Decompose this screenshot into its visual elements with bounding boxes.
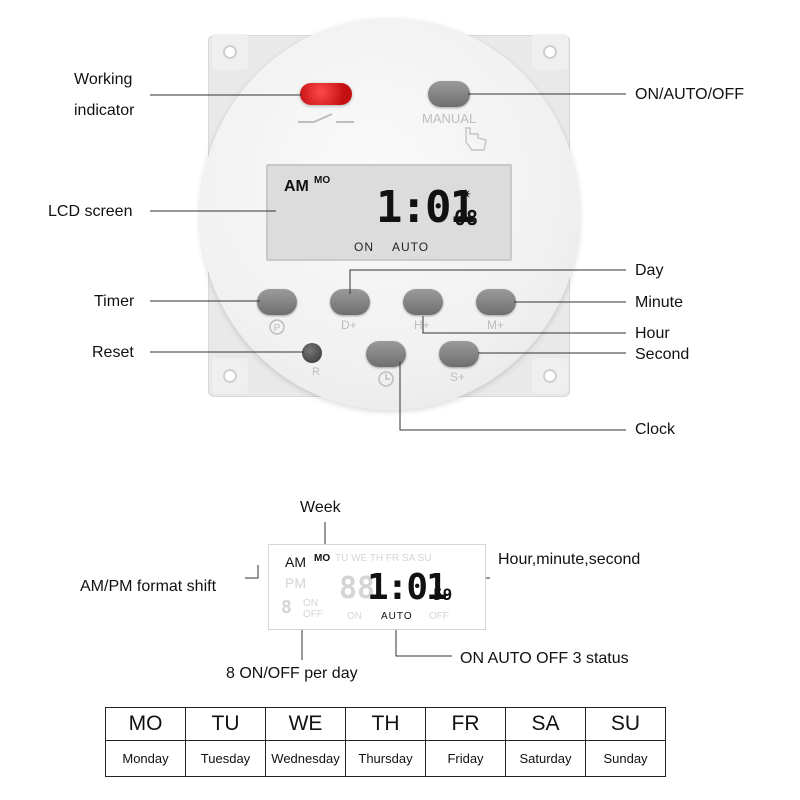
manual-button[interactable] [428, 81, 470, 107]
day-abbr: TU [185, 707, 266, 741]
second-button-label: S+ [450, 370, 466, 384]
mount-ear-bl [212, 358, 248, 394]
lcd-diagram-days-ghost: TU WE TH FR SA SU [335, 553, 432, 564]
lcd-screen: AM MO 1:01 08 ✷ ON AUTO [266, 164, 512, 261]
lcd-status-on: ON [354, 240, 374, 254]
day-abbr: TH [345, 707, 426, 741]
days-full-row: Monday Tuesday Wednesday Thursday Friday… [105, 740, 666, 777]
on-auto-off-label: ON/AUTO/OFF [635, 86, 745, 103]
onoff-per-day-label: 8 ON/OFF per day [226, 665, 358, 682]
hour-label: Hour [635, 325, 670, 342]
day-abbr: SU [585, 707, 666, 741]
day-full: Thursday [345, 740, 426, 777]
day-full: Wednesday [265, 740, 346, 777]
status-count-label: ON AUTO OFF 3 status [460, 650, 629, 667]
minute-button-label: M+ [487, 318, 505, 332]
working-indicator-led [300, 83, 352, 105]
lcd-diagram-ghost-digits: 88 [339, 571, 376, 606]
lcd-day: MO [314, 175, 331, 186]
day-abbr: FR [425, 707, 506, 741]
day-button-label: D+ [341, 318, 357, 332]
sun-icon: ✷ [460, 186, 472, 202]
lcd-diagram-off-top: OFF [303, 609, 323, 620]
day-full: Saturday [505, 740, 586, 777]
reset-button[interactable] [302, 343, 322, 363]
hour-button-label: H+ [414, 318, 430, 332]
mount-ear-br [532, 358, 568, 394]
day-full: Tuesday [185, 740, 266, 777]
lcd-status-auto: AUTO [392, 240, 430, 254]
mount-ear-tr [532, 34, 568, 70]
switch-icon [298, 113, 354, 123]
day-label: Day [635, 262, 664, 279]
lcd-diagram-pm: PM [285, 575, 306, 591]
hms-label: Hour,minute,second [498, 551, 641, 568]
lcd-diagram-seconds: 59 [433, 585, 453, 604]
reset-callout-label: Reset [92, 344, 134, 361]
days-table: MO TU WE TH FR SA SU Monday Tuesday Wedn… [105, 707, 666, 777]
power-p-icon: P [269, 319, 285, 335]
lcd-diagram-time: 1:01 [367, 567, 448, 608]
reset-label: R [312, 366, 320, 378]
hand-press-icon [465, 127, 487, 151]
clock-icon [378, 371, 394, 387]
minute-button[interactable] [476, 289, 516, 315]
days-abbr-row: MO TU WE TH FR SA SU [105, 707, 666, 741]
mount-ear-tl [212, 34, 248, 70]
lcd-diagram-status-on: ON [347, 611, 362, 622]
second-button[interactable] [439, 341, 479, 367]
lcd-diagram-on-top: ON [303, 598, 318, 609]
day-abbr: SA [505, 707, 586, 741]
timer-label: Timer [94, 293, 135, 310]
lcd-diagram-status-auto: AUTO [381, 611, 413, 622]
clock-label: Clock [635, 421, 676, 438]
timer-button[interactable] [257, 289, 297, 315]
second-label: Second [635, 346, 690, 363]
svg-text:P: P [274, 323, 281, 334]
lcd-diagram-status-off: OFF [429, 611, 449, 622]
minute-label: Minute [635, 294, 684, 311]
ampm-format-label: AM/PM format shift [80, 578, 217, 595]
lcd-screen-label: LCD screen [48, 203, 133, 220]
working-indicator-label-2: indicator [74, 102, 135, 119]
lcd-diagram-program-digit: 8 [281, 597, 292, 618]
day-full: Monday [105, 740, 186, 777]
lcd-diagram-day: MO [314, 553, 331, 564]
day-abbr: WE [265, 707, 346, 741]
working-indicator-label-1: Working [74, 71, 133, 88]
lcd-seconds: 08 [454, 206, 479, 230]
lcd-diagram: AM MO TU WE TH FR SA SU PM 88 1:01 59 8 … [268, 544, 486, 630]
week-label: Week [300, 499, 341, 516]
lcd-diagram-am: AM [285, 554, 306, 570]
clock-button[interactable] [366, 341, 406, 367]
lcd-time: 1:01 [376, 182, 476, 233]
day-abbr: MO [105, 707, 186, 741]
day-full: Friday [425, 740, 506, 777]
manual-label: MANUAL [422, 111, 477, 126]
hour-button[interactable] [403, 289, 443, 315]
day-full: Sunday [585, 740, 666, 777]
lcd-ampm: AM [284, 178, 309, 195]
